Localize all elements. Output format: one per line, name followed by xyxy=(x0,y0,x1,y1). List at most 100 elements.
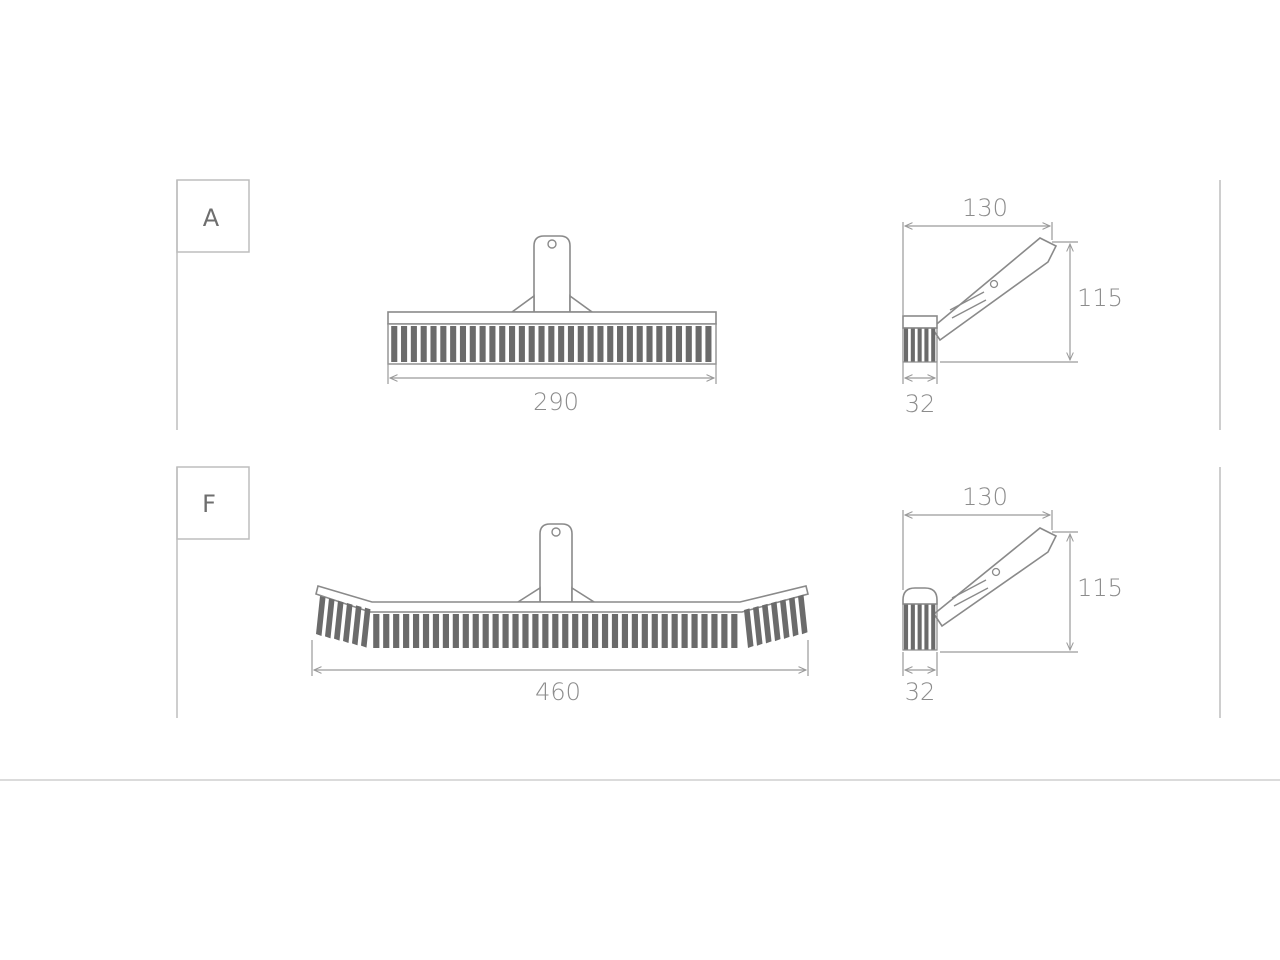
brush-a-bristle xyxy=(646,326,653,362)
brush-a-left-brace xyxy=(509,294,535,313)
brush-a-bristle xyxy=(695,326,702,362)
brush-a-bristle xyxy=(626,326,633,362)
brush-f-side-bristle xyxy=(924,604,929,650)
brush-f-bristle xyxy=(711,614,718,648)
brush-f-side-handle xyxy=(932,527,1058,628)
brush-f-bristle xyxy=(721,614,728,648)
brush-a-bristle xyxy=(479,326,486,362)
brush-a-bristle xyxy=(567,326,575,362)
brush-f-bristle xyxy=(641,614,648,648)
brush-a-bristle xyxy=(548,326,555,362)
brush-f-side-bristle-outline xyxy=(902,603,938,651)
brush-a-side-bristle xyxy=(904,328,909,362)
brush-f-right-brace xyxy=(571,586,597,603)
brush-f-bristle xyxy=(462,614,469,648)
brush-a-bristle xyxy=(469,326,476,362)
brush-a-bristle xyxy=(666,326,673,362)
brush-a-side-bristles xyxy=(902,327,938,363)
brush-f-bristle xyxy=(572,614,579,648)
brush-f-handle xyxy=(539,523,573,603)
brush-f-bristle xyxy=(412,614,420,648)
brush-f-bristle xyxy=(671,614,678,648)
brush-f-left-wing-bristle xyxy=(334,600,344,641)
brush-f-bristle xyxy=(601,614,609,648)
brush-a-bristle xyxy=(420,326,427,362)
brush-a-bristle xyxy=(450,326,457,362)
brush-a-handle xyxy=(533,235,571,313)
brush-f-bristle xyxy=(432,614,440,648)
brush-a-bristles xyxy=(387,323,717,365)
brush-a-side-bristle xyxy=(924,328,929,362)
brush-f-left-wing-bristle xyxy=(352,605,362,646)
brush-f-right-wing-bristle xyxy=(780,599,790,639)
brush-a-side-view xyxy=(902,237,1058,363)
brush-f-front-view xyxy=(315,523,809,648)
brush-a-side-handle xyxy=(930,237,1058,342)
brush-a-side-bristle xyxy=(931,328,936,362)
brush-a-bristle xyxy=(518,326,525,362)
brush-a-side-slot-2 xyxy=(951,299,987,319)
brush-f-bristle xyxy=(691,614,698,648)
brush-f-right-wing-bristle xyxy=(762,603,772,644)
brush-a-bristle xyxy=(675,326,683,362)
panel-a: A 290 xyxy=(176,179,1221,430)
brush-f-bristle xyxy=(403,614,410,648)
brush-a-bristle xyxy=(577,326,584,362)
brush-f-left-brace xyxy=(515,586,541,603)
brush-f-bristle xyxy=(442,614,449,648)
brush-a-bristle xyxy=(509,326,516,362)
brush-f-bristle xyxy=(393,614,400,648)
brush-a-bristle xyxy=(489,326,496,362)
brush-a-bristle xyxy=(685,326,692,362)
panel-f-label-box xyxy=(176,466,250,540)
brush-a-head xyxy=(387,311,717,325)
brush-a-bristle xyxy=(430,326,437,362)
brush-a-bristle xyxy=(391,326,398,362)
brush-a-bristle xyxy=(636,326,643,362)
brush-a-bristle xyxy=(401,326,408,362)
brush-a-bristle xyxy=(617,326,624,362)
brush-a-bristle xyxy=(528,326,535,362)
dim-f-side-height-text: 115 xyxy=(1077,574,1123,602)
brush-f-bristle xyxy=(611,614,619,648)
brush-f-bristle xyxy=(552,614,559,648)
brush-a-bristle xyxy=(607,326,614,362)
brush-f-left-wing-bristle xyxy=(316,596,326,636)
dim-f-side-width-text: 130 xyxy=(962,483,1008,511)
dim-a-width-text: 290 xyxy=(533,388,579,416)
brush-a-bristle xyxy=(656,326,663,362)
brush-f-bristle xyxy=(562,614,569,648)
brush-f-left-wing-bristle xyxy=(325,598,335,639)
brush-a-side-slot xyxy=(949,291,985,311)
brush-f-side-slot-2 xyxy=(953,587,989,607)
brush-a-bristle xyxy=(459,326,467,362)
panel-a-label-box xyxy=(176,179,250,253)
brush-f-bristle xyxy=(373,614,380,648)
brush-f-side-slot xyxy=(951,579,987,599)
brush-f-left-wing-bristle xyxy=(361,607,371,648)
brush-a-front-view xyxy=(387,235,717,365)
brush-a-bristle xyxy=(587,326,594,362)
brush-f-side-bristles xyxy=(902,603,938,651)
brush-a-side-bristle xyxy=(910,328,915,362)
brush-f-bristle xyxy=(532,614,539,648)
dim-f-depth-text: 32 xyxy=(905,678,936,706)
brush-f-side-hole xyxy=(991,567,1001,577)
brush-f-side-bristle xyxy=(931,604,936,650)
brush-f-bristle xyxy=(592,614,599,648)
brush-f-bristle xyxy=(582,614,589,648)
brush-a-side-bristle-outline xyxy=(902,327,938,363)
brush-f-side-bristle xyxy=(910,604,915,650)
brush-f-bristle xyxy=(522,614,529,648)
brush-a-side-hole xyxy=(989,279,999,289)
brush-f-handle-hole xyxy=(551,527,561,537)
brush-a-bristle xyxy=(597,326,604,362)
brush-f-bristles xyxy=(316,594,808,648)
brush-f-bristle xyxy=(651,614,658,648)
brush-f-bristle xyxy=(482,614,489,648)
brush-f-bristle xyxy=(502,614,509,648)
brush-a-bristle xyxy=(410,326,417,362)
brush-a-bristle xyxy=(538,326,545,362)
brush-f-right-wing-bristle xyxy=(753,606,763,646)
